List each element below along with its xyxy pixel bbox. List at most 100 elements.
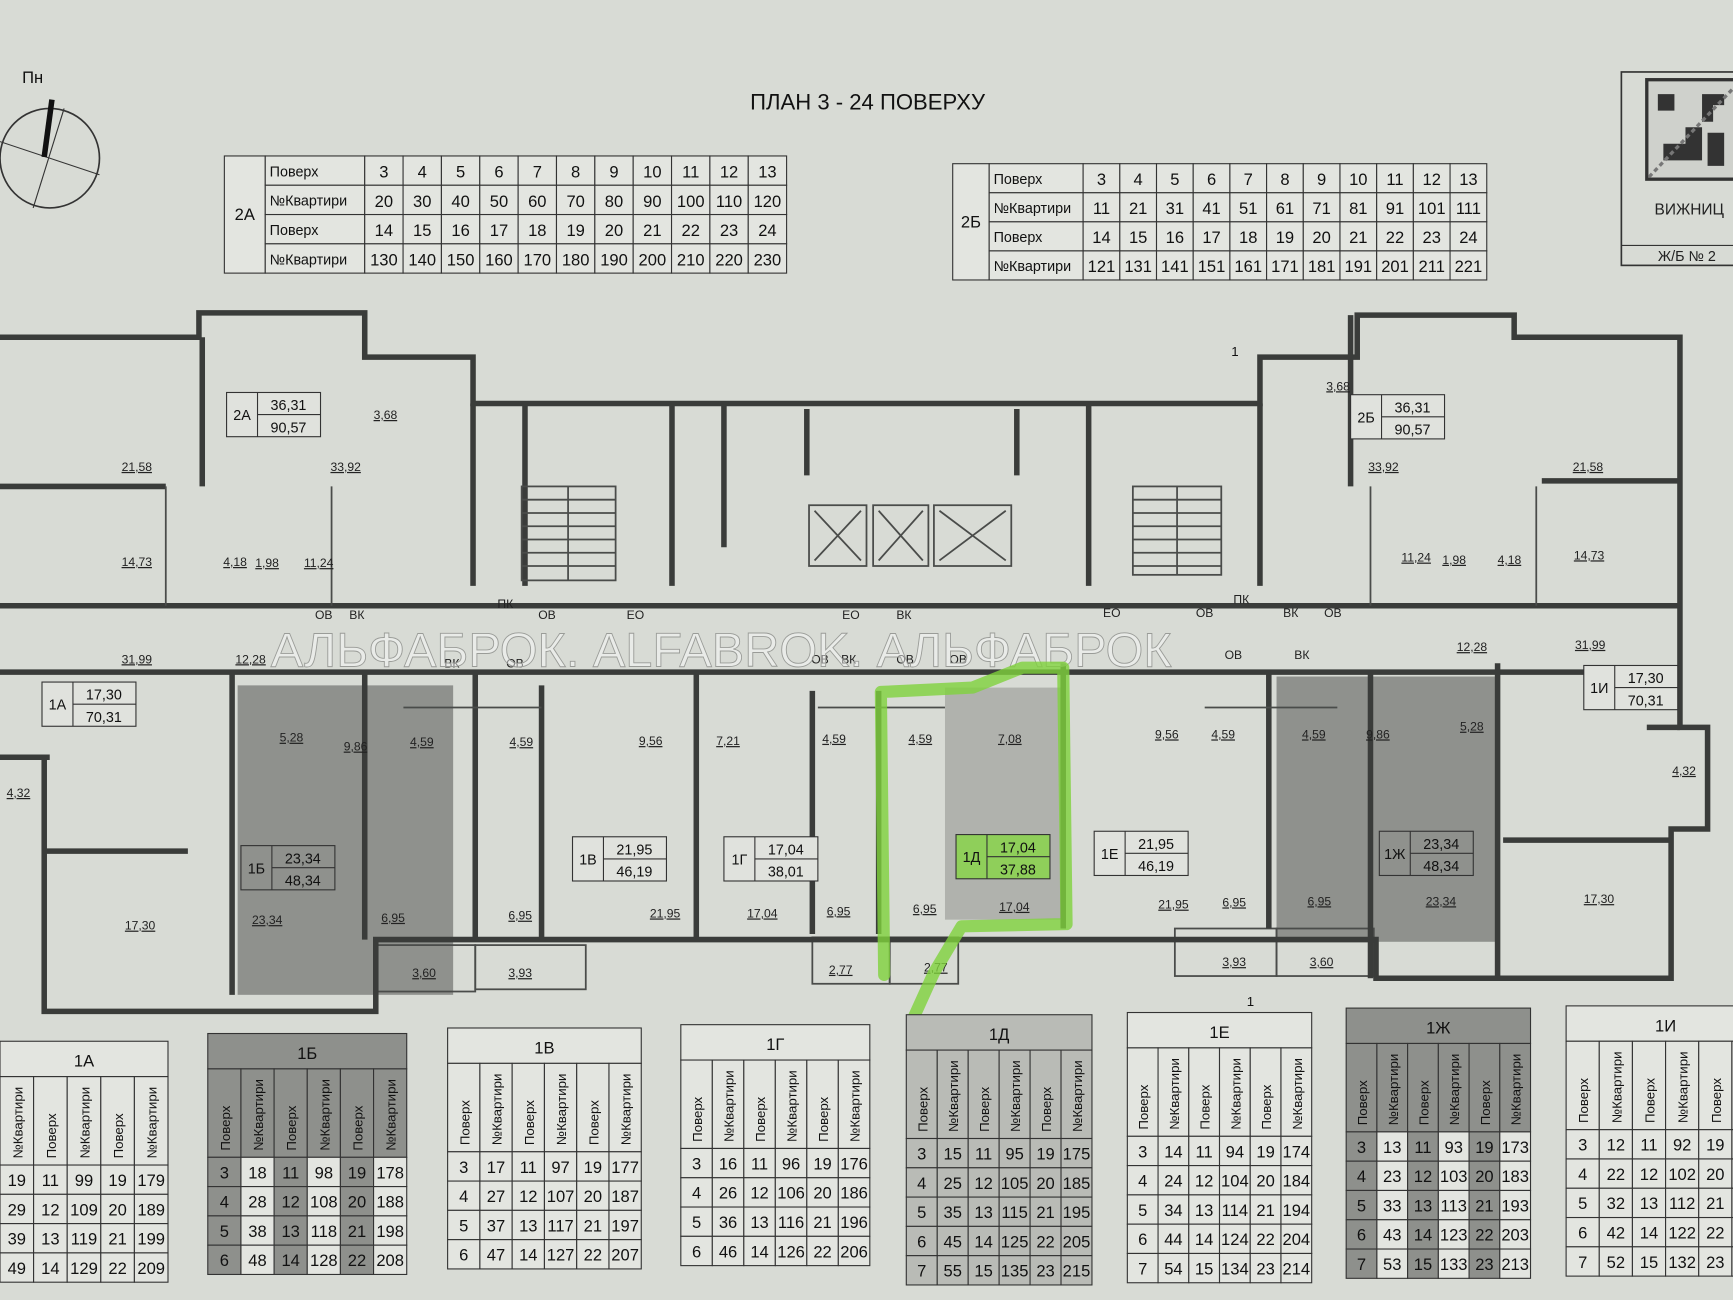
table-cell: 15 [413, 221, 431, 240]
room-area-label: 3,68 [374, 408, 398, 422]
room-area-label: 6,95 [1222, 895, 1246, 909]
table-cell: 3 [692, 1154, 701, 1173]
section-mark: 1 [1231, 344, 1238, 359]
apartment-name: 1А [49, 698, 67, 714]
table-cell: 211 [1419, 257, 1445, 276]
section-mark: 1 [1247, 994, 1254, 1009]
table-cell: 20 [813, 1184, 831, 1203]
table-cell: 14 [1164, 1142, 1182, 1161]
table-cell: 112 [1669, 1194, 1695, 1213]
table-cell: 6 [1357, 1226, 1366, 1245]
table-cell: 207 [611, 1246, 639, 1265]
column-header: №Квартири [1167, 1058, 1182, 1130]
table-cell: 20 [108, 1200, 126, 1219]
table-cell: 19 [8, 1171, 26, 1190]
room-area-label: 4,32 [7, 786, 31, 800]
table-cell: 25 [943, 1174, 961, 1193]
room-area-label: 2,77 [829, 963, 853, 977]
table-cell: 55 [943, 1262, 961, 1281]
column-header: №Квартири [619, 1074, 634, 1146]
table-cell: 171 [1271, 257, 1299, 276]
table-cell: 3 [1357, 1138, 1366, 1157]
table-cell: 20 [1706, 1165, 1724, 1184]
table-cell: 41 [1202, 199, 1220, 218]
table-cell: 91 [1386, 199, 1404, 218]
table-cell: 11 [1386, 170, 1403, 189]
table-cell: 199 [137, 1230, 165, 1249]
table-cell: 12 [41, 1200, 59, 1219]
table-cell: 53 [1383, 1255, 1401, 1274]
table-cell: 24 [1164, 1172, 1182, 1191]
table-cell: 21 [584, 1216, 602, 1235]
section-label: 2А [235, 205, 256, 224]
table-cell: 20 [348, 1193, 366, 1212]
table-cell: 193 [1501, 1196, 1529, 1215]
row-label: Поверх [270, 164, 320, 180]
table-cell: 110 [716, 192, 742, 211]
utility-label: ПК [1233, 593, 1249, 607]
table-cell: 98 [315, 1163, 333, 1182]
table-cell: 215 [1063, 1262, 1091, 1281]
table-cell: 12 [974, 1174, 992, 1193]
table-cell: 104 [1221, 1172, 1249, 1191]
table-cell: 22 [1706, 1224, 1724, 1243]
room-area-label: 14,73 [122, 555, 153, 569]
table-cell: 14 [375, 221, 393, 240]
table-cell: 109 [70, 1200, 98, 1219]
table-cell: 183 [1501, 1167, 1529, 1186]
table-cell: 21 [813, 1213, 831, 1232]
table-cell: 4 [1138, 1172, 1147, 1191]
room-area-label: 14,73 [1574, 548, 1605, 562]
table-cell: 21 [1036, 1203, 1054, 1222]
column-header: №Квартири [722, 1070, 737, 1142]
table-cell: 131 [1124, 257, 1152, 276]
table-cell: 22 [813, 1242, 831, 1261]
table-cell: 20 [1036, 1174, 1054, 1193]
column-header: №Квартири [1290, 1058, 1305, 1130]
room-area-label: 17,04 [747, 906, 778, 920]
table-cell: 95 [1005, 1145, 1023, 1164]
table-cell: 11 [282, 1163, 299, 1182]
table-cell: 206 [840, 1242, 868, 1261]
table-cell: 33 [1383, 1196, 1401, 1215]
column-header: №Квартири [1008, 1060, 1023, 1132]
table-cell: 7 [1138, 1259, 1147, 1278]
table-cell: 42 [1607, 1224, 1625, 1243]
room-area-label: 4,59 [1302, 727, 1326, 741]
table-cell: 46 [719, 1242, 737, 1261]
table-cell: 135 [1001, 1262, 1029, 1281]
table-cell: 185 [1063, 1174, 1091, 1193]
table-cell: 119 [71, 1230, 97, 1249]
table-cell: 13 [1414, 1196, 1432, 1215]
living-area: 17,30 [86, 688, 122, 704]
room-area-label: 4,18 [223, 555, 247, 569]
column-header: Поверх [753, 1096, 768, 1141]
row-label: Поверх [270, 223, 320, 239]
section-label: 2Б [961, 212, 981, 231]
utility-label: ВК [349, 608, 364, 622]
table-cell: 118 [311, 1222, 337, 1241]
apartment-name: 1Ж [1384, 847, 1406, 863]
table-cell: 3 [1578, 1136, 1587, 1155]
apartment-highlight [874, 661, 1073, 1026]
table-cell: 214 [1283, 1259, 1311, 1278]
table-cell: 50 [490, 192, 508, 211]
table-cell: 6 [917, 1232, 926, 1251]
table-cell: 14 [1195, 1230, 1213, 1249]
column-header: №Квартири [1609, 1052, 1624, 1124]
table-cell: 221 [1455, 257, 1483, 276]
row-label: №Квартири [994, 259, 1072, 275]
table-cell: 24 [1459, 228, 1477, 247]
apartment-name: 2А [233, 408, 251, 424]
table-cell: 11 [520, 1158, 537, 1177]
table-cell: 22 [681, 221, 699, 240]
living-area: 23,34 [1423, 837, 1459, 853]
table-cell: 13 [1459, 170, 1477, 189]
table-cell: 28 [248, 1193, 266, 1212]
table-cell: 19 [1256, 1142, 1274, 1161]
table-cell: 6 [459, 1246, 468, 1265]
room-area-label: 33,92 [330, 460, 361, 474]
column-header: Поверх [1259, 1084, 1274, 1129]
